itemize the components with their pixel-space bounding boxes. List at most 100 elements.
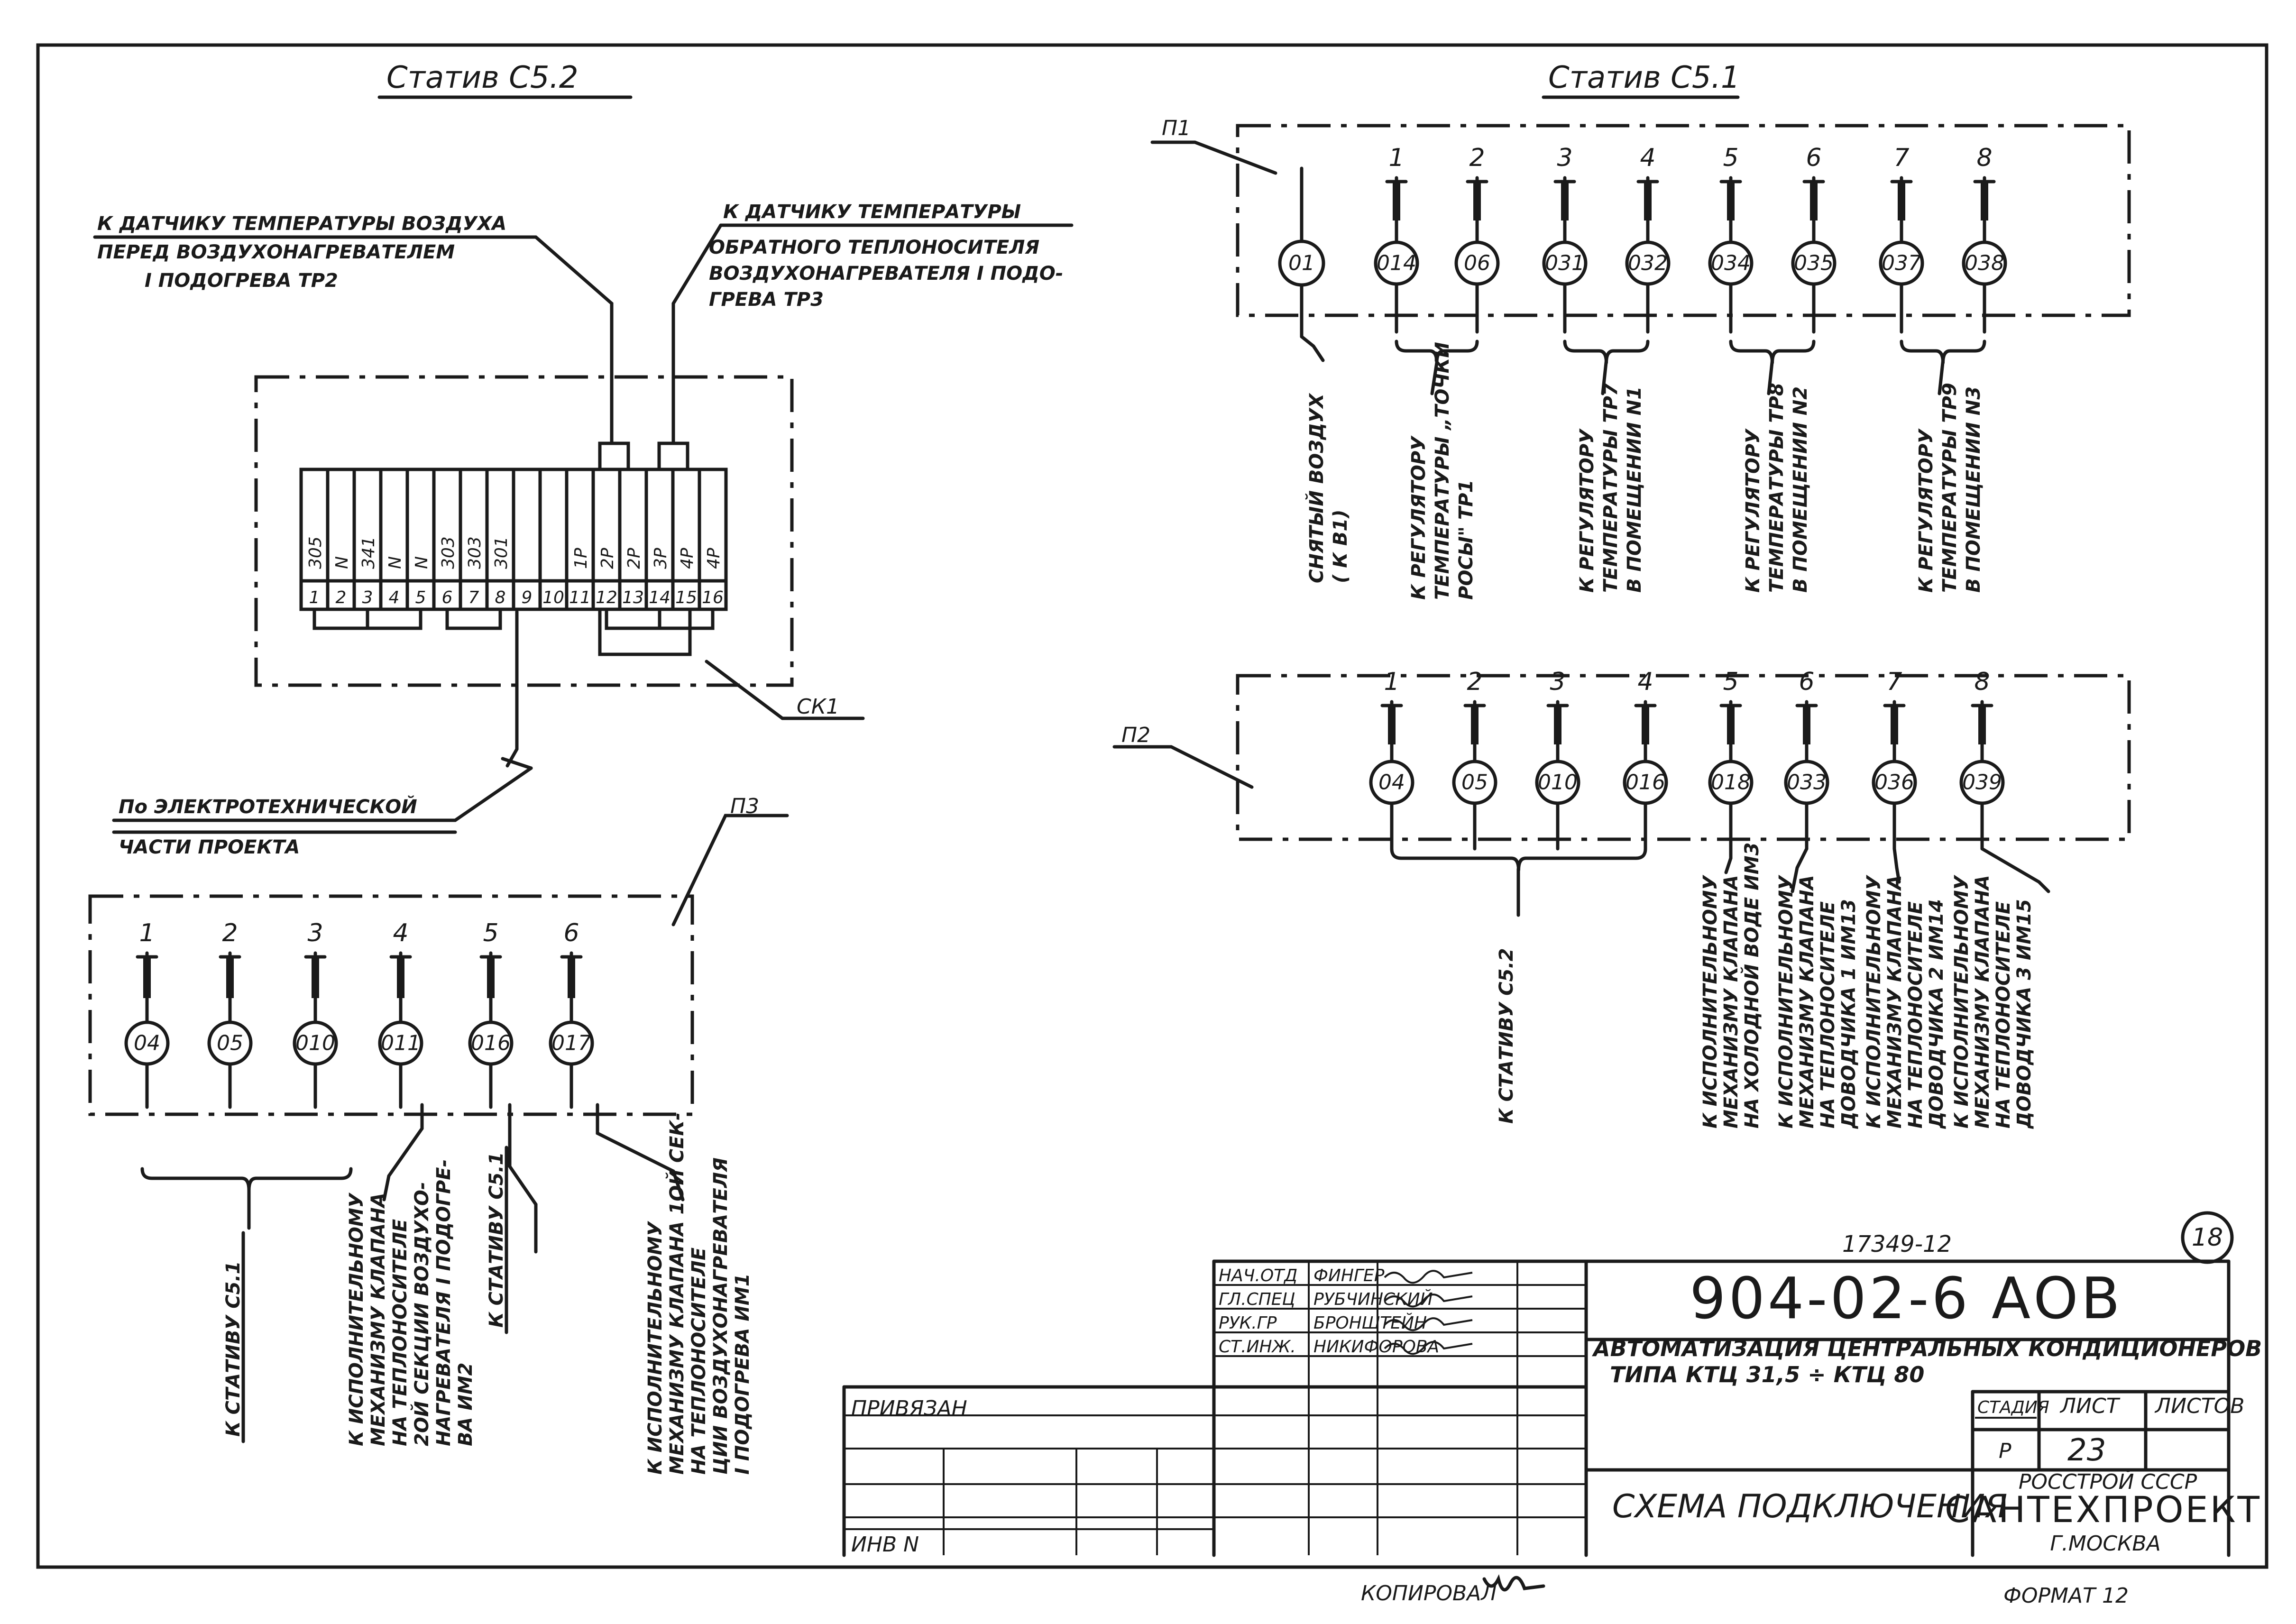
terminal-number: 11 [569, 588, 591, 607]
terminal-circle [1535, 760, 1580, 805]
terminal-circle-label: 01 [1288, 251, 1315, 275]
p2-label: П2 [1121, 723, 1150, 747]
terminal-number: 6 [442, 588, 453, 607]
terminal-number: 5 [483, 919, 498, 947]
copier-signature [1482, 1574, 1545, 1592]
ck1-label: СК1 [797, 695, 839, 719]
terminal-circle-label: 011 [381, 1031, 421, 1055]
stand-c52-title: Статив С5.2 [386, 60, 579, 95]
terminal-circle-label: 032 [1628, 251, 1668, 275]
terminal-number: 15 [675, 588, 697, 607]
terminal-number: 8 [495, 588, 506, 607]
terminal-number: 4 [389, 588, 400, 607]
terminal-number: 6 [1806, 144, 1821, 172]
terminal-circle-label: 018 [1711, 771, 1751, 795]
terminal-circle-label: 034 [1711, 251, 1751, 275]
terminal-number: 4 [1640, 144, 1655, 172]
terminal-number: 4 [1637, 668, 1653, 696]
ref-number: 17349-12 [1842, 1231, 1952, 1257]
signature [1384, 1317, 1473, 1331]
terminal-number: 3 [1550, 668, 1565, 696]
p3-note-text: К СТАТИВУ С5.1 [486, 1152, 507, 1328]
p1-note-text: ТЕМПЕРАТУРЫ ТР7 [1600, 383, 1622, 593]
p2-note-text: ДОВОДЧИКА 3 ИМ15 [2013, 899, 2035, 1129]
p1-note-text: В ПОМЕЩЕНИИ N2 [1790, 386, 1811, 593]
col-sheet: ЛИСТ [2059, 1394, 2121, 1418]
p2-note-text: ДОВОДЧИКА 1 ИМ13 [1838, 899, 1860, 1129]
stand-c51-title: Статив С5.1 [1548, 60, 1740, 95]
terminal-number: 12 [596, 588, 617, 607]
col-sheets: ЛИСТОВ [2154, 1394, 2244, 1418]
terminal-number: 2 [336, 588, 347, 607]
terminal-label: N [332, 556, 352, 569]
format-label: ФОРМАТ 12 [2003, 1584, 2129, 1608]
terminal-number: 7 [468, 588, 479, 607]
terminal-number: 3 [307, 919, 323, 947]
p2-note-text: К СТАТИВУ С5.2 [1496, 948, 1517, 1124]
p1-note-text: ТЕМПЕРАТУРЫ „ТОЧКИ [1432, 342, 1453, 600]
col-stage: СТАДИЯ [1977, 1398, 2049, 1417]
terminal-label: 2Р [598, 548, 617, 569]
inv-label: ИНВ N [851, 1532, 919, 1557]
p2-box [1236, 674, 2131, 841]
c51-braces [1300, 335, 2050, 917]
p1-note-text: ( К В1) [1330, 510, 1351, 583]
terminal-number: 1 [309, 588, 320, 607]
doc-code: 904-02-6 АОВ [1690, 1266, 2123, 1332]
p1-note-text: СНЯТЫЙ ВОЗДУХ [1305, 393, 1328, 583]
terminal-circle [1962, 240, 2007, 286]
terminal-label: 4Р [678, 548, 697, 569]
terminal-circle [1623, 760, 1668, 805]
p2-note-text: НА ТЕПЛОНОСИТЕЛЕ [1905, 901, 1927, 1129]
terminal-circle [1791, 240, 1837, 286]
terminal-circle [549, 1020, 594, 1066]
terminal-circle-label: 035 [1794, 251, 1834, 275]
terminal-number: 1 [139, 919, 155, 947]
terminal-label: 341 [359, 536, 378, 569]
terminal-circle-label: 038 [1965, 251, 2004, 275]
terminal-circle-label: 05 [1461, 771, 1488, 795]
terminal-circle [1872, 760, 1917, 805]
p2-note-text: НА ХОЛОДНОЙ ВОДЕ ИМ3 [1740, 843, 1763, 1129]
p1-note-text: К РЕГУЛЯТОРУ [1915, 428, 1937, 593]
p2-note-text: НА ТЕПЛОНОСИТЕЛЕ [1993, 901, 2014, 1129]
terminal-label: 2Р [625, 548, 644, 569]
p1-label: П1 [1162, 116, 1191, 140]
terminal-number: 4 [393, 919, 408, 947]
project-title-line-1: АВТОМАТИЗАЦИЯ ЦЕНТРАЛЬНЫХ КОНДИЦИОНЕРОВ [1592, 1336, 2262, 1361]
terminal-number: 2 [1469, 144, 1485, 172]
p2-note-text: НА ТЕПЛОНОСИТЕЛЕ [1817, 901, 1839, 1129]
sensor-return-line-2: ОБРАТНОГО ТЕПЛОНОСИТЕЛЯ [709, 237, 1039, 258]
sensor-return-line-1: К ДАТЧИКУ ТЕМПЕРАТУРЫ [723, 201, 1021, 223]
terminal-circle [1369, 760, 1414, 805]
terminal-number: 13 [622, 588, 644, 607]
p2-note-text: ДОВОДЧИКА 2 ИМ14 [1926, 899, 1947, 1129]
terminal-label: 1Р [571, 548, 591, 569]
terminal-number: 3 [362, 588, 373, 607]
p1-note-text: К РЕГУЛЯТОРУ [1408, 435, 1430, 600]
terminal-circle-label: 06 [1464, 251, 1490, 275]
signature [1384, 1294, 1473, 1308]
terminal-number: 1 [1384, 668, 1399, 696]
sensor-air-line-3: I ПОДОГРЕВА ТР2 [145, 270, 338, 292]
electro-note-line-1: По ЭЛЕКТРОТЕХНИЧЕСКОЙ [119, 795, 417, 818]
terminal-number: 7 [1893, 144, 1909, 172]
terminal-circle-label: 014 [1377, 251, 1416, 275]
terminal-number: 16 [702, 588, 724, 607]
terminal-circle [1452, 760, 1497, 805]
terminal-label: 305 [306, 536, 325, 569]
p1-note-text: ТЕМПЕРАТУРЫ ТР8 [1766, 383, 1788, 593]
p2-note-text: К ИСПОЛНИТЕЛЬНОМУ [1951, 874, 1973, 1129]
terminal-label: N [412, 556, 432, 569]
org-ministry: РОССТРОЙ СССР [2019, 1469, 2197, 1494]
terminal-number: 1 [1388, 144, 1404, 172]
